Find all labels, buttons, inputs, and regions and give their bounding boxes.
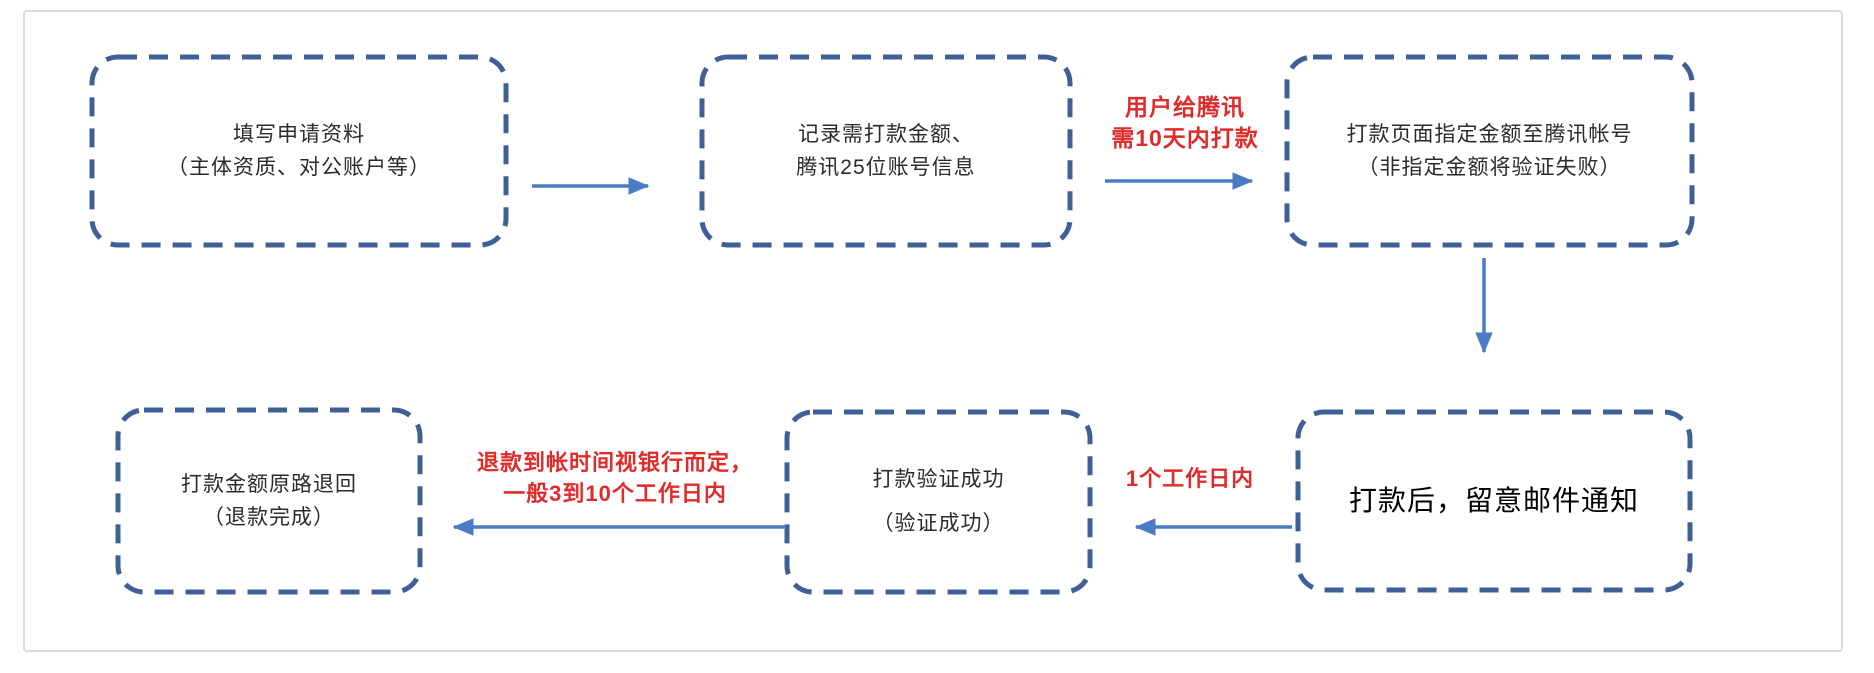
step-record-amount: 记录需打款金额、 腾讯25位账号信息 (702, 57, 1070, 245)
step-watch-email-line-1: 打款后，留意邮件通知 (1348, 485, 1639, 516)
box-fill-application-outline (89, 54, 509, 248)
step-record-amount-line-2: 腾讯25位账号信息 (796, 156, 976, 179)
step-verify-success-line-1: 打款验证成功 (872, 468, 1005, 491)
diagram-canvas-frame (23, 10, 1843, 652)
step-transfer-page: 打款页面指定金额至腾讯帐号 （非指定金额将验证失败） (1287, 57, 1692, 245)
step-verify-success: 打款验证成功 （验证成功） (787, 412, 1090, 592)
edge-label-transfer-deadline: 用户给腾讯 需10天内打款 (1080, 92, 1290, 154)
box-transfer-page-outline (1284, 54, 1695, 248)
step-fill-application-line-1: 填写申请资料 (233, 123, 365, 146)
step-refund-complete-line-2: （退款完成） (203, 506, 335, 529)
edge-label-one-workday: 1个工作日内 (1105, 463, 1275, 494)
edge-label-refund-time: 退款到帐时间视银行而定， 一般3到10个工作日内 (445, 447, 785, 509)
step-verify-success-line-2: （验证成功） (872, 512, 1005, 535)
step-refund-complete-line-1: 打款金额原路退回 (181, 473, 357, 496)
step-record-amount-line-1: 记录需打款金额、 (798, 123, 974, 146)
step-refund-complete: 打款金额原路退回 （退款完成） (118, 410, 420, 592)
box-record-amount-outline (699, 54, 1073, 248)
edge-label-one-workday-line-1: 1个工作日内 (1125, 466, 1255, 491)
edge-label-refund-time-line-1: 退款到帐时间视银行而定， (476, 450, 753, 475)
edge-label-transfer-deadline-line-2: 需10天内打款 (1111, 125, 1259, 151)
edge-label-transfer-deadline-line-1: 用户给腾讯 (1125, 94, 1245, 120)
box-refund-complete-outline (115, 407, 423, 595)
box-watch-email-outline (1295, 409, 1693, 593)
step-fill-application-line-2: （主体资质、对公账户等） (167, 156, 431, 179)
step-fill-application: 填写申请资料 （主体资质、对公账户等） (92, 57, 506, 245)
box-verify-success-outline (784, 409, 1093, 595)
step-watch-email: 打款后，留意邮件通知 (1298, 412, 1690, 590)
step-transfer-page-line-2: （非指定金额将验证失败） (1357, 156, 1622, 179)
edge-label-refund-time-line-2: 一般3到10个工作日内 (503, 481, 727, 506)
step-transfer-page-line-1: 打款页面指定金额至腾讯帐号 (1346, 123, 1633, 146)
